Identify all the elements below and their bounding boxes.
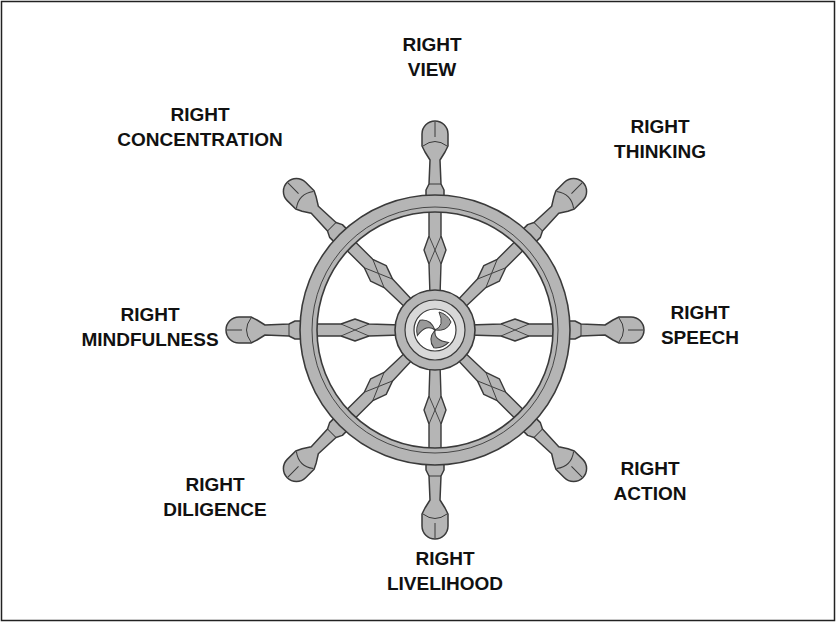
- handle-facet: [423, 122, 447, 184]
- path-label: RIGHT CONCENTRATION: [117, 103, 282, 152]
- wheel-spoke: [315, 319, 401, 341]
- spoke-facet: [429, 396, 441, 424]
- wheel-handle: [422, 121, 448, 202]
- path-label: RIGHT SPEECH: [661, 301, 739, 350]
- spoke-facet: [364, 372, 392, 400]
- wheel-spoke: [424, 210, 446, 296]
- spoke-facet: [501, 324, 529, 336]
- spoke-facet: [341, 324, 369, 336]
- handle-facet: [227, 318, 289, 342]
- path-label: RIGHT MINDFULNESS: [81, 303, 218, 352]
- handle-facet: [423, 476, 447, 538]
- rim-inner-line: [312, 207, 558, 453]
- handle-facet: [279, 425, 340, 486]
- wheel-handle: [422, 458, 448, 539]
- path-label: RIGHT LIVELIHOOD: [387, 547, 503, 596]
- wheel-spoke: [424, 364, 446, 450]
- spoke-facet: [429, 236, 441, 264]
- hub-ring: [405, 300, 465, 360]
- path-label: RIGHT THINKING: [614, 115, 706, 164]
- wheel-spoke: [469, 319, 555, 341]
- wheel-rim: [300, 195, 570, 465]
- wheel-handle: [563, 317, 644, 343]
- wheel-handle: [226, 317, 307, 343]
- triskele-swirl: [427, 330, 451, 353]
- wheel-hub: [395, 290, 475, 370]
- spoke-facet: [477, 259, 505, 287]
- path-label: RIGHT DILIGENCE: [163, 473, 266, 522]
- path-label: RIGHT ACTION: [614, 457, 687, 506]
- triskele-swirl: [435, 312, 451, 330]
- handle-facet: [581, 318, 643, 342]
- triskele-swirl: [411, 316, 435, 339]
- spoke-facet: [477, 372, 505, 400]
- handle-facet: [530, 425, 591, 486]
- handle-facet: [530, 174, 591, 235]
- wheel-group: [226, 121, 644, 539]
- handle-facet: [279, 174, 340, 235]
- path-label: RIGHT VIEW: [402, 33, 461, 82]
- spoke-facet: [364, 259, 392, 287]
